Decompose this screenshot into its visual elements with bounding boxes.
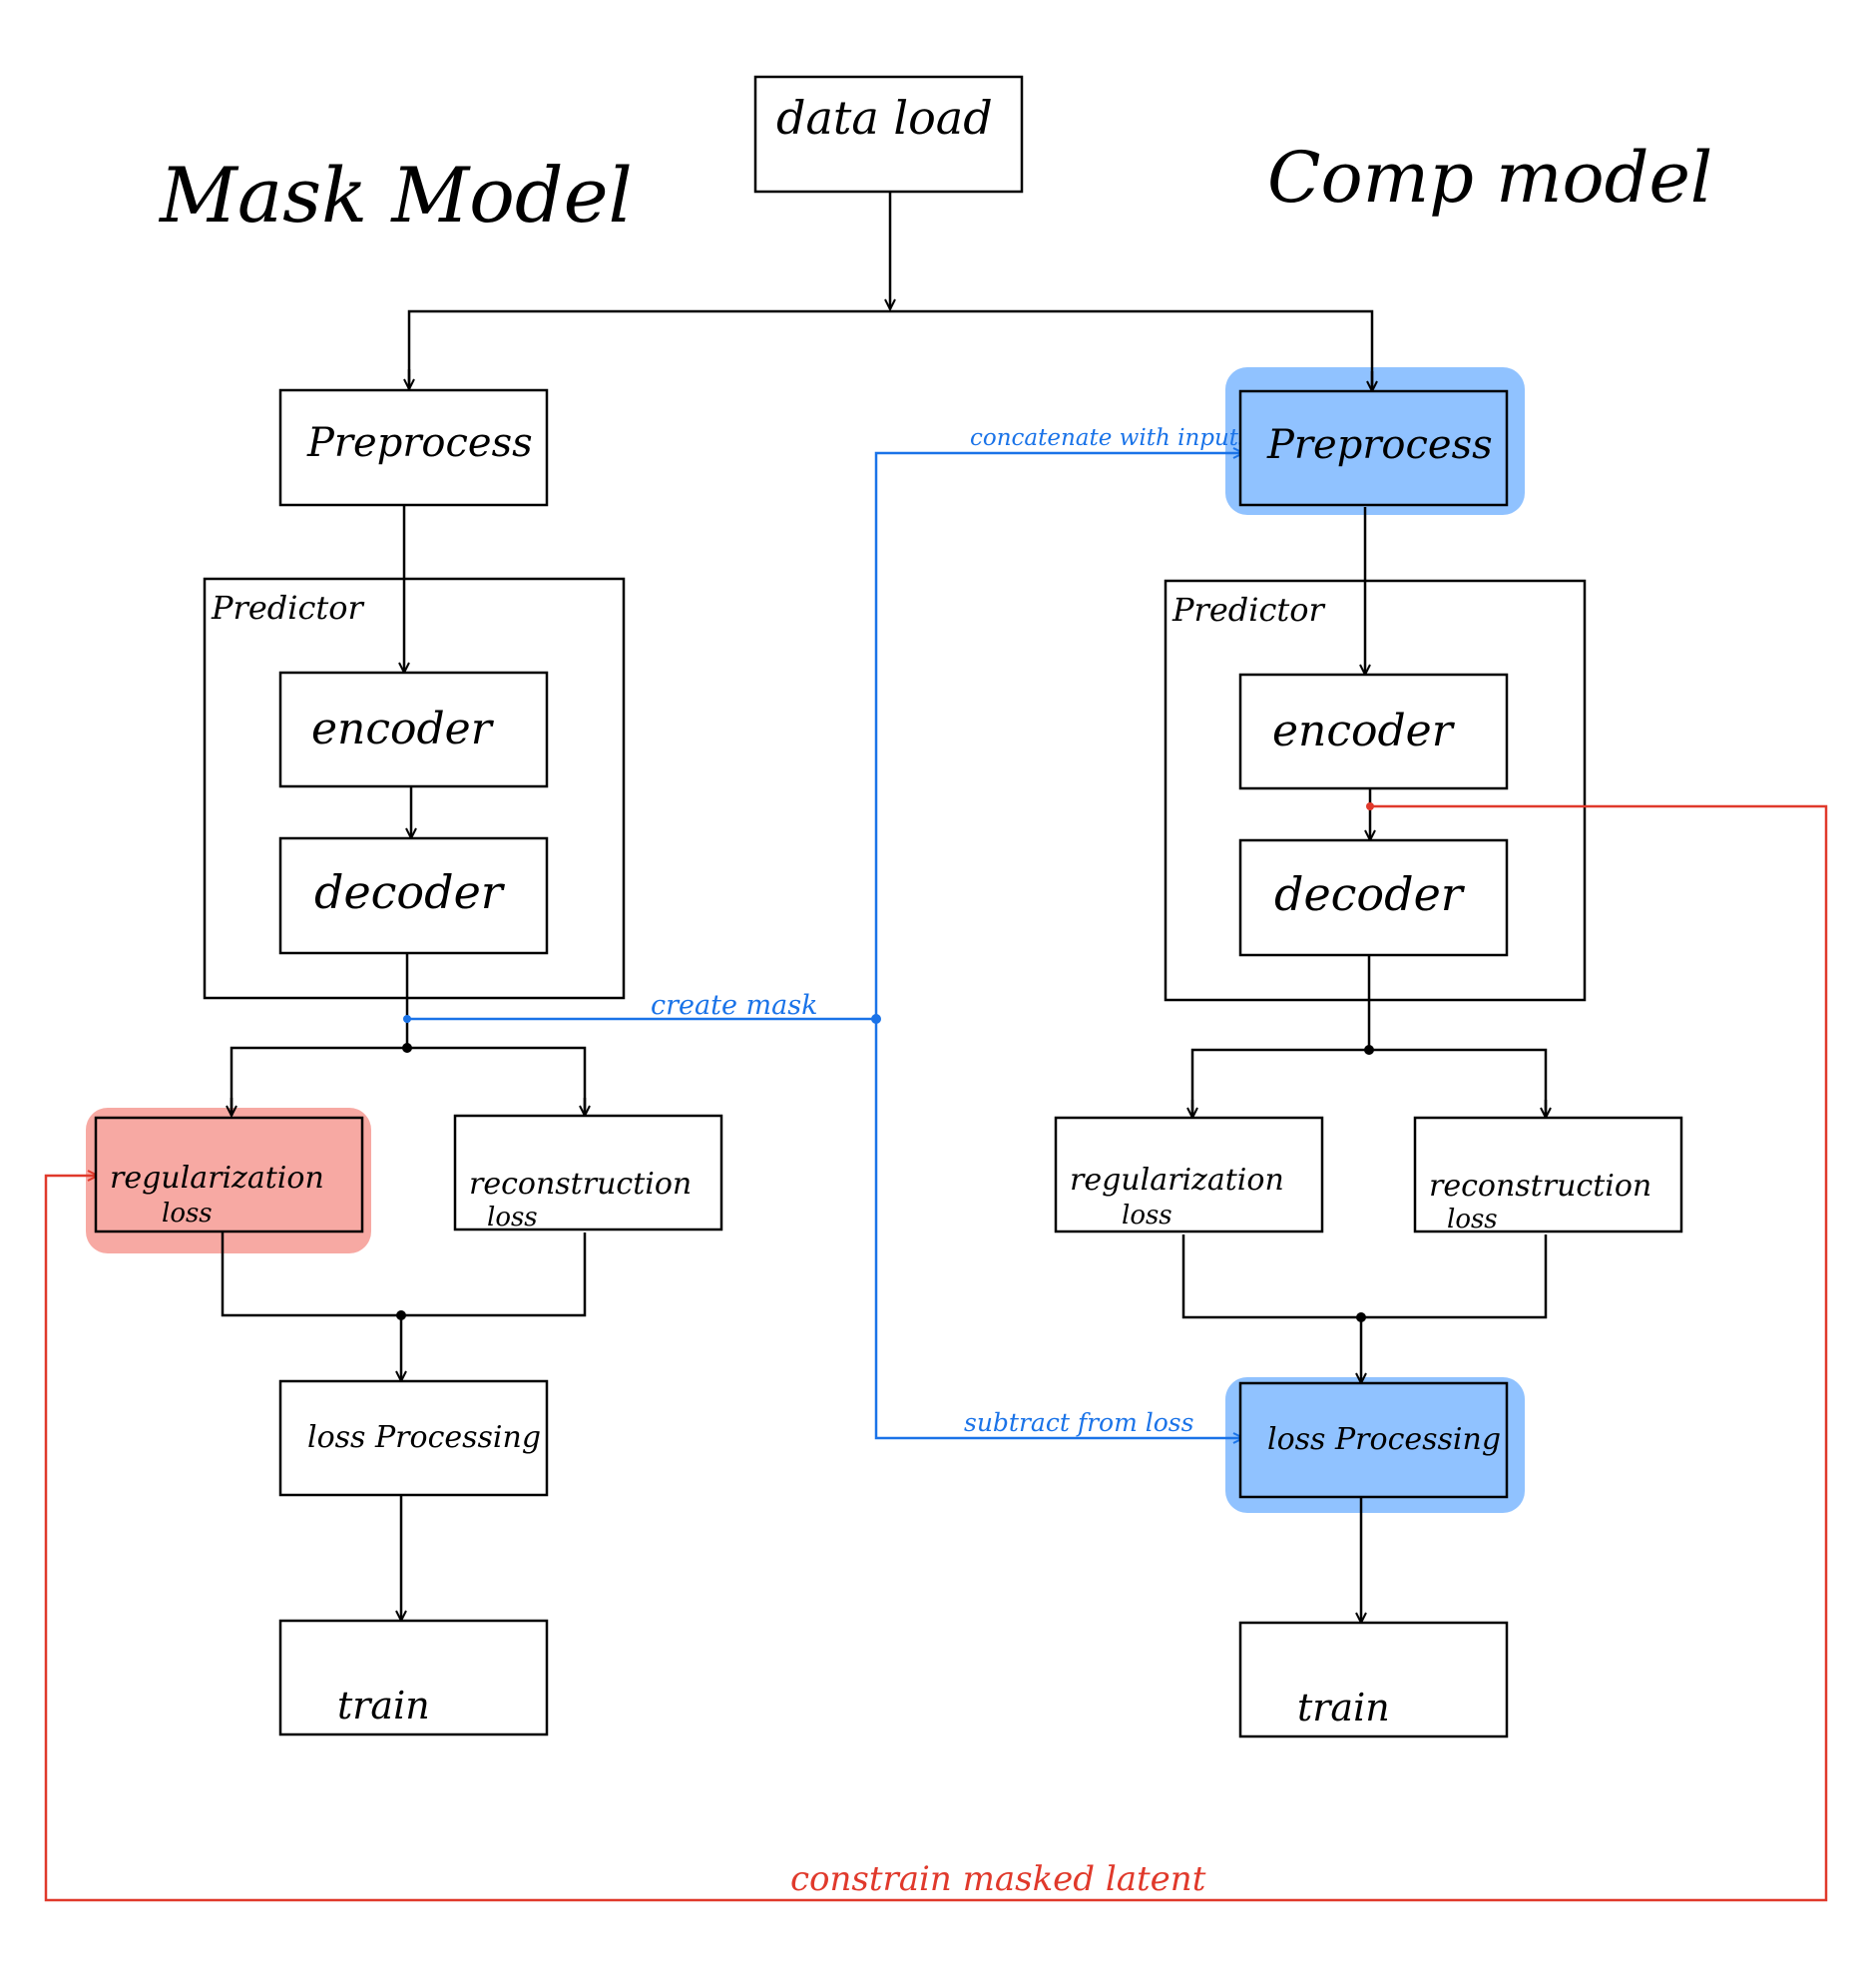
comp-preprocess-box — [1238, 389, 1509, 507]
data-load-label: data load — [776, 91, 993, 145]
mask-preprocess-label: Preprocess — [306, 420, 533, 466]
subtract-label: subtract from loss — [964, 1408, 1193, 1437]
comp-reconstruction-box — [1413, 1116, 1683, 1233]
comp-predictor-label: Predictor — [1172, 591, 1326, 629]
mask-train-box — [278, 1619, 549, 1736]
comp-train-box — [1238, 1621, 1509, 1738]
comp-predictor-frame — [1164, 579, 1587, 1002]
comp-encoder-box — [1238, 673, 1509, 790]
create-mask-label: create mask — [651, 990, 817, 1021]
comp-loss-processing-label: loss Processing — [1267, 1422, 1501, 1457]
mask-reg-label-line1: regularization — [110, 1161, 324, 1196]
data-load-box — [753, 75, 1024, 194]
split-line — [407, 309, 1374, 391]
comp-encoder-label: encoder — [1272, 706, 1456, 756]
comp-decoder-box — [1238, 838, 1509, 957]
comp-merge-dot — [1356, 1312, 1366, 1322]
comp-preprocess-label: Preprocess — [1266, 422, 1493, 468]
mask-rec-label-line2: loss — [487, 1203, 538, 1232]
constrain-label: constrain masked latent — [790, 1859, 1206, 1899]
comp-reg-label-line1: regularization — [1070, 1163, 1284, 1198]
comp-model-title: Comp model — [1267, 137, 1712, 219]
mask-train-label: train — [337, 1684, 430, 1727]
mask-loss-split — [230, 1046, 587, 1116]
comp-rec-label-line1: reconstruction — [1429, 1169, 1651, 1204]
mask-predictor-frame — [203, 577, 626, 1000]
subtract-arrow — [874, 1019, 1243, 1438]
mask-reconstruction-box — [453, 1114, 723, 1232]
comp-train-label: train — [1297, 1686, 1390, 1729]
mask-decoder-box — [278, 836, 549, 955]
mask-loss-processing-label: loss Processing — [307, 1420, 541, 1455]
mask-merge-dot — [396, 1310, 406, 1320]
comp-decoder-label: decoder — [1274, 867, 1466, 921]
comp-loss-split — [1190, 1048, 1548, 1118]
comp-loss-processing-box — [1238, 1381, 1509, 1499]
mask-decoder-label: decoder — [314, 865, 506, 919]
comp-junction-dot — [1364, 1045, 1374, 1055]
mask-encoder-box — [278, 671, 549, 788]
mask-predictor-label: Predictor — [211, 589, 365, 627]
mask-preprocess-box — [278, 388, 549, 507]
comp-regularization-box — [1054, 1116, 1324, 1233]
comp-rec-label-line2: loss — [1447, 1205, 1498, 1234]
mask-regularization-box — [94, 1116, 364, 1233]
comp-reg-label-line2: loss — [1122, 1201, 1172, 1231]
mask-model-title: Mask Model — [158, 151, 633, 240]
create-mask-start-dot — [403, 1015, 411, 1023]
mask-encoder-label: encoder — [311, 704, 495, 754]
comp-loss-merge — [1181, 1234, 1548, 1319]
mask-junction-dot — [402, 1043, 412, 1053]
mask-rec-label-line1: reconstruction — [469, 1167, 692, 1202]
mask-loss-processing-box — [278, 1379, 549, 1497]
mask-reg-label-line2: loss — [162, 1199, 213, 1229]
concatenate-label: concatenate with inputs — [970, 425, 1250, 451]
concatenate-arrow — [874, 453, 1243, 1019]
constrain-latent-arrow — [44, 804, 1828, 1902]
